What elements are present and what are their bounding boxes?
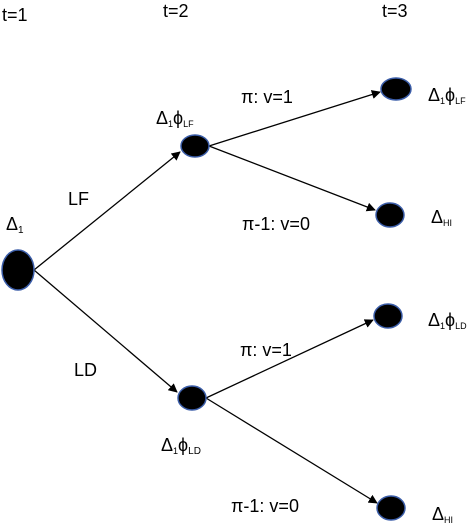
time-label-t2: t=2: [163, 1, 189, 21]
edge-label-ld: LD: [74, 360, 98, 380]
edge-lf-v0: [208, 145, 376, 212]
edge-label-lf: LF: [68, 189, 90, 209]
edge-lf-v1: [208, 90, 381, 147]
edge-ld-v1: [205, 319, 374, 399]
node-ld: [177, 385, 207, 411]
edge-ld-v0: [205, 397, 378, 504]
node-label-root: Δ1: [6, 214, 24, 236]
node-label-ld: Δ1ϕLD: [161, 435, 201, 457]
edge-label-lf-pi-minus: π-1: v=0: [242, 214, 310, 234]
edge-root-lf: [33, 151, 181, 271]
node-lf-v1: [380, 77, 412, 101]
edge-label-lf-pi: π: v=1: [241, 87, 293, 107]
node-label-lf-v1: Δ1ϕLF: [428, 85, 466, 106]
time-label-t1: t=1: [2, 5, 28, 25]
node-label-ld-v1: Δ1ϕLD: [428, 310, 467, 331]
edge-label-ld-pi-minus: π-1: v=0: [231, 496, 299, 516]
node-lf: [180, 134, 210, 158]
node-label-lf-v0: ΔHI: [431, 207, 453, 228]
node-ld-v1: [373, 303, 403, 329]
edge-root-ld: [33, 269, 178, 393]
node-lf-v0: [375, 202, 405, 228]
node-root: [1, 249, 35, 291]
time-label-t3: t=3: [382, 1, 408, 21]
node-label-lf: Δ1ϕLF: [156, 108, 194, 129]
node-label-ld-v0: ΔHI: [432, 504, 454, 525]
edge-label-ld-pi: π: v=1: [240, 340, 292, 360]
node-ld-v0: [376, 495, 406, 521]
